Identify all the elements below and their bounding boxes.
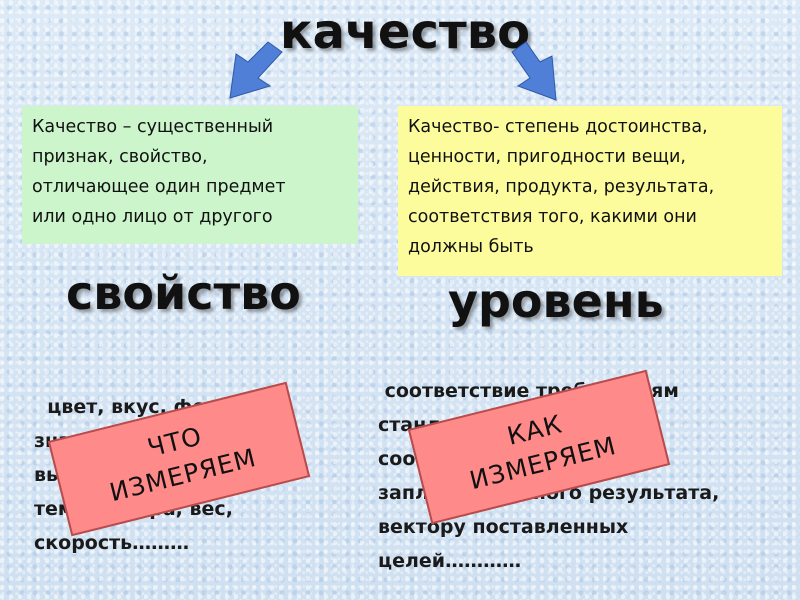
level-heading: уровень (448, 274, 664, 328)
page-title: качество (280, 4, 531, 60)
definition-right-line: должны быть (408, 237, 534, 257)
property-heading: свойство (66, 266, 301, 320)
property-examples-line: скорость……… (34, 532, 190, 554)
definition-right-line: соответствия того, какими они (408, 207, 697, 227)
definition-right-box: Качество- степень достоинства, ценности,… (398, 106, 782, 276)
definition-right-line: ценности, пригодности вещи, (408, 147, 686, 167)
definition-left-box: Качество – существенный признак, свойств… (22, 106, 358, 244)
level-examples-line: целей………… (378, 550, 522, 572)
definition-left-line: признак, свойство, (32, 147, 208, 167)
definition-right-line: действия, продукта, результата, (408, 177, 715, 197)
definition-left-line: отличающее один предмет (32, 177, 286, 197)
definition-right-line: Качество- степень достоинства, (408, 117, 708, 137)
definition-left-line: или одно лицо от другого (32, 207, 273, 227)
definition-left-line: Качество – существенный (32, 117, 274, 137)
